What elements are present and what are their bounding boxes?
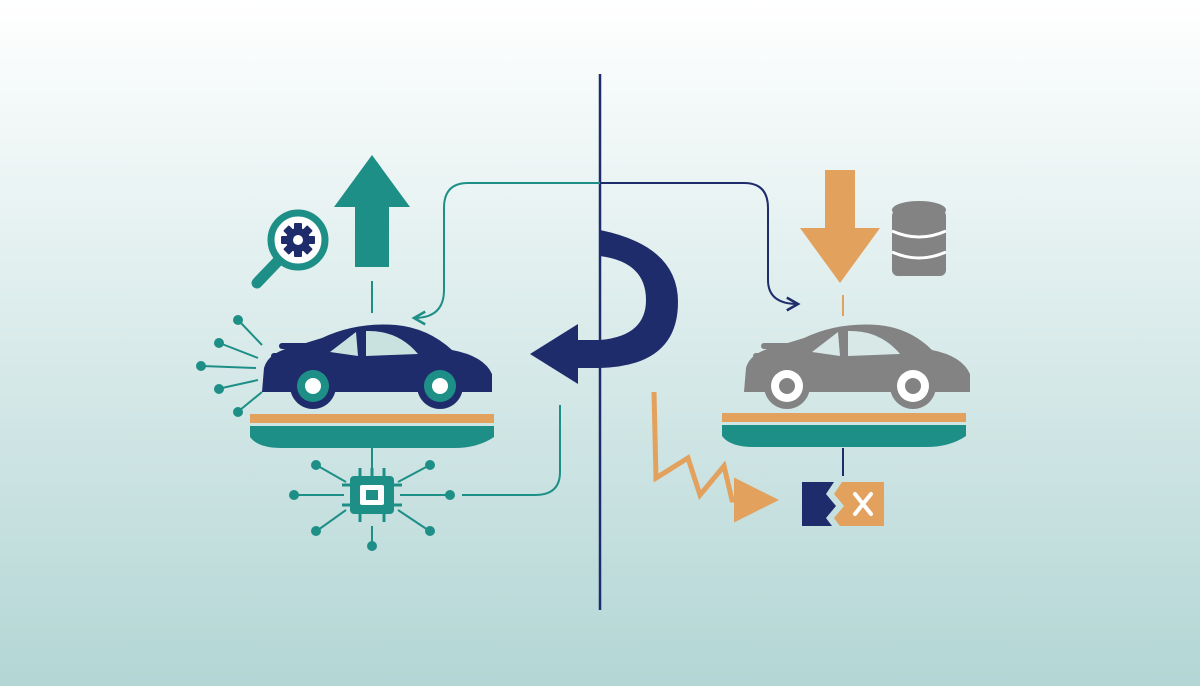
platform-icon-left xyxy=(250,414,494,448)
down-arrow-icon xyxy=(800,170,880,283)
connector-top-left xyxy=(411,182,600,326)
car-icon-left xyxy=(262,324,492,409)
up-arrow-icon xyxy=(334,155,410,267)
chip-icon xyxy=(289,460,455,551)
connector-bottom-left xyxy=(462,405,561,496)
database-icon xyxy=(891,201,947,276)
car-icon-right xyxy=(744,324,970,409)
connector-top-right xyxy=(600,182,801,312)
broken-badge-icon xyxy=(802,482,884,526)
platform-icon-right xyxy=(722,413,966,447)
declining-trend-arrow-icon xyxy=(651,391,779,523)
u-turn-arrow-icon xyxy=(530,230,678,384)
magnifier-gear-icon xyxy=(251,209,329,289)
speed-lines-icon xyxy=(196,315,263,417)
